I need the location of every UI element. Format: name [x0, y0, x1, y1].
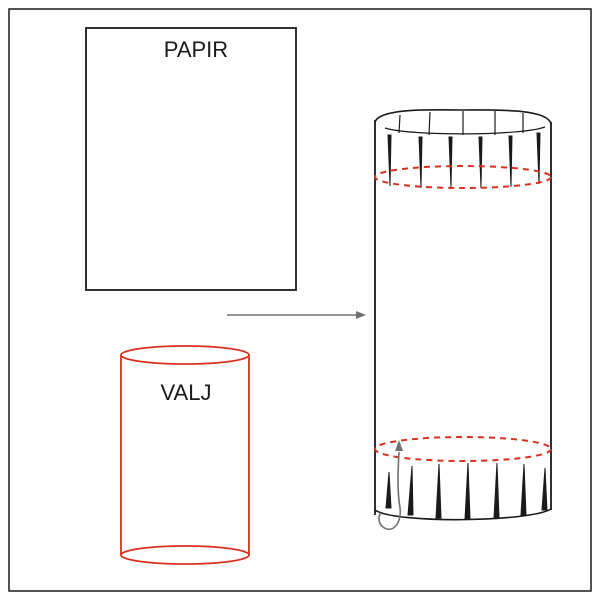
tube-body: [374, 120, 552, 515]
arrow-head: [356, 311, 366, 319]
bottom-slit: [407, 465, 414, 516]
top-slit: [418, 136, 423, 189]
bottom-slit: [385, 471, 392, 509]
fold-arrow-head: [395, 440, 403, 451]
bottom-slit: [541, 467, 548, 511]
top-slits: [387, 111, 541, 189]
bottom-slits: [385, 462, 548, 520]
top-slit: [387, 134, 392, 187]
bottom-slit: [520, 463, 527, 516]
paper-tube: [374, 108, 552, 531]
paper-rect: [85, 27, 297, 291]
transform-arrow: [227, 311, 366, 319]
top-slit: [478, 136, 483, 189]
top-slit: [536, 132, 541, 185]
paper-sheet: PAPIR: [85, 27, 297, 291]
tube-top-rim: [374, 108, 552, 125]
top-slit-back: [398, 114, 401, 134]
cylinder-top-ellipse: [120, 345, 250, 365]
bottom-fold-line: [374, 436, 552, 462]
cylinder-shape: [120, 345, 250, 565]
bottom-slit: [464, 462, 471, 520]
top-slit: [448, 136, 453, 189]
top-slit-back: [428, 111, 431, 136]
outer-frame: [8, 8, 592, 592]
tube-bottom-rim: [374, 508, 552, 521]
paper-label: PAPIR: [164, 37, 228, 62]
bottom-slit: [435, 463, 442, 519]
bottom-slit: [493, 462, 500, 519]
top-fold-line: [374, 165, 552, 189]
tube-top-back: [384, 126, 546, 135]
cylinder-bottom-ellipse: [120, 545, 250, 565]
top-slit: [508, 135, 513, 188]
cylinder-label: VALJ: [161, 380, 212, 405]
fold-arrow: [378, 451, 402, 531]
